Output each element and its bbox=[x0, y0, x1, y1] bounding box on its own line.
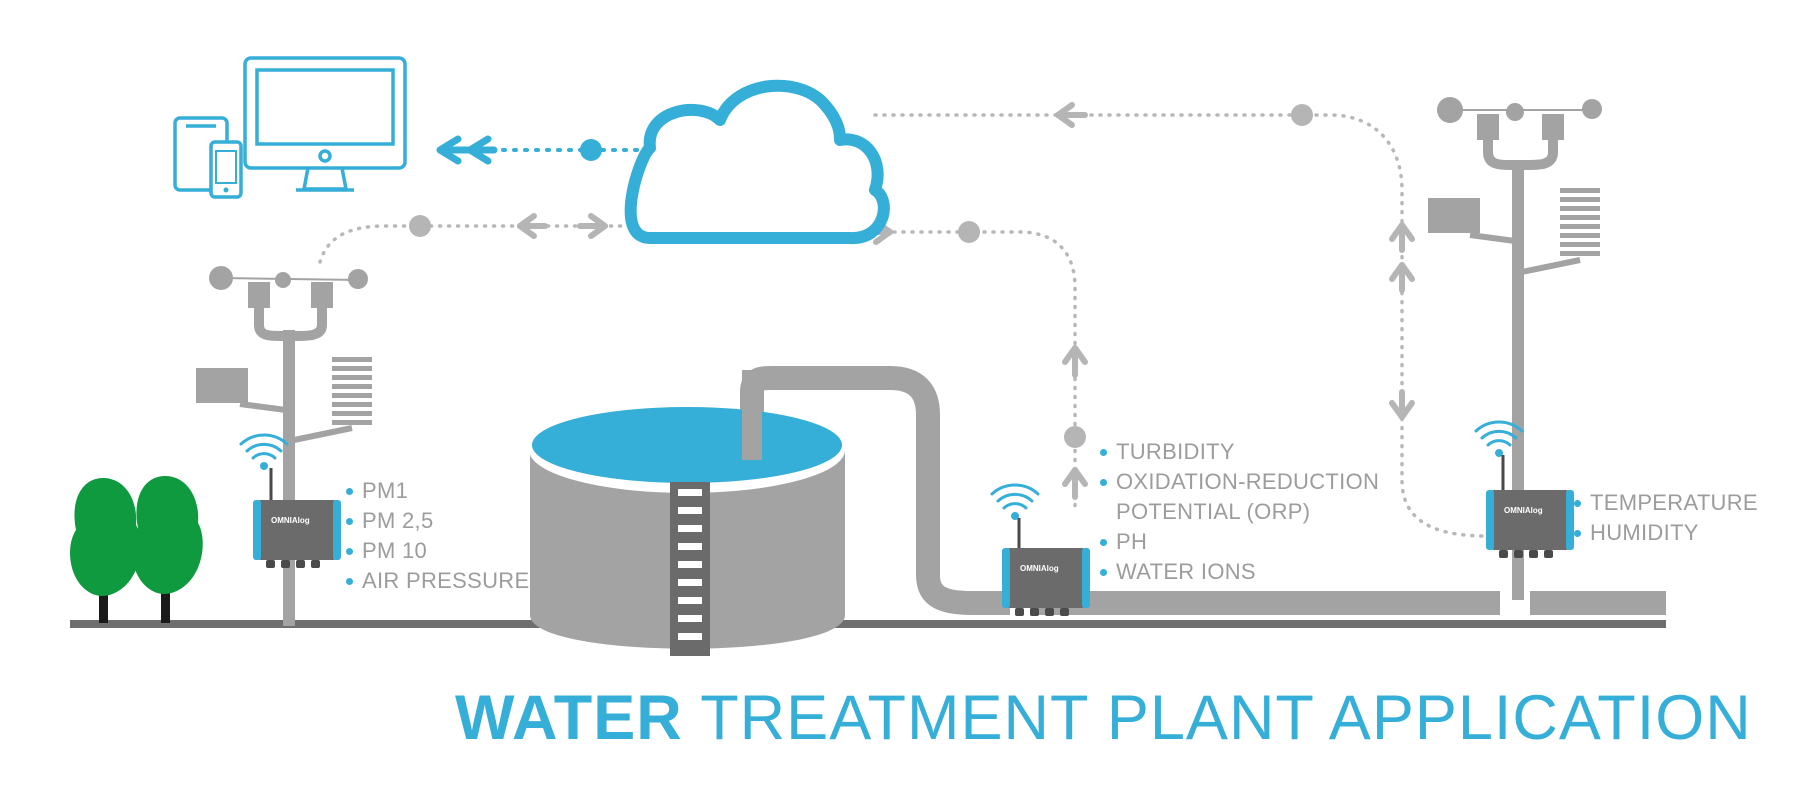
wifi-icon bbox=[239, 433, 289, 470]
connection-paths bbox=[318, 113, 1484, 538]
sensor-label: PM 10 bbox=[344, 536, 529, 566]
connection-node bbox=[1291, 104, 1313, 126]
tree-icon bbox=[70, 478, 141, 623]
wifi-icon bbox=[990, 483, 1040, 520]
wifi-icon bbox=[1474, 420, 1524, 457]
monitor-icon bbox=[243, 56, 407, 192]
tree-icon bbox=[132, 476, 203, 623]
datalogger-icon: OMNIAlog bbox=[253, 468, 341, 568]
connection-node bbox=[1064, 426, 1086, 448]
sensor-label: PM 2,5 bbox=[344, 506, 529, 536]
sensor-label: OXIDATION-REDUCTION bbox=[1098, 467, 1379, 497]
left-station-sensors: PM1 PM 2,5 PM 10 AIR PRESSURE bbox=[344, 476, 529, 596]
sensor-label: POTENTIAL (ORP) bbox=[1116, 499, 1311, 524]
sensor-label: PH bbox=[1098, 527, 1379, 557]
sensor-label: TEMPERATURE bbox=[1572, 488, 1758, 518]
cloud-icon bbox=[624, 79, 890, 244]
logger-brand: OMNIAlog bbox=[1020, 564, 1059, 573]
title-strong: WATER bbox=[455, 683, 683, 753]
title-rest: TREATMENT PLANT APPLICATION bbox=[700, 683, 1752, 753]
connection-node bbox=[409, 215, 431, 237]
connection-node bbox=[958, 221, 980, 243]
tank-logger-sensors: TURBIDITY OXIDATION-REDUCTION POTENTIAL … bbox=[1098, 437, 1379, 587]
page-title: WATER TREATMENT PLANT APPLICATION bbox=[455, 680, 1752, 756]
sensor-label: TURBIDITY bbox=[1098, 437, 1379, 467]
right-station-sensors: TEMPERATURE HUMIDITY bbox=[1572, 488, 1758, 548]
sensor-label: PM1 bbox=[344, 476, 529, 506]
datalogger-icon: OMNIAlog bbox=[1002, 518, 1090, 616]
sensor-label: HUMIDITY bbox=[1572, 518, 1758, 548]
logger-brand: OMNIAlog bbox=[271, 516, 310, 525]
water-tank-icon bbox=[529, 370, 845, 656]
phone-icon bbox=[209, 140, 243, 199]
logger-brand: OMNIAlog bbox=[1504, 506, 1543, 515]
ground-line bbox=[70, 620, 1666, 628]
sensor-label: WATER IONS bbox=[1098, 557, 1379, 587]
cloud-to-devices-link bbox=[436, 135, 642, 165]
datalogger-icon: OMNIAlog bbox=[1486, 455, 1574, 558]
sensor-label: AIR PRESSURE bbox=[344, 566, 529, 596]
